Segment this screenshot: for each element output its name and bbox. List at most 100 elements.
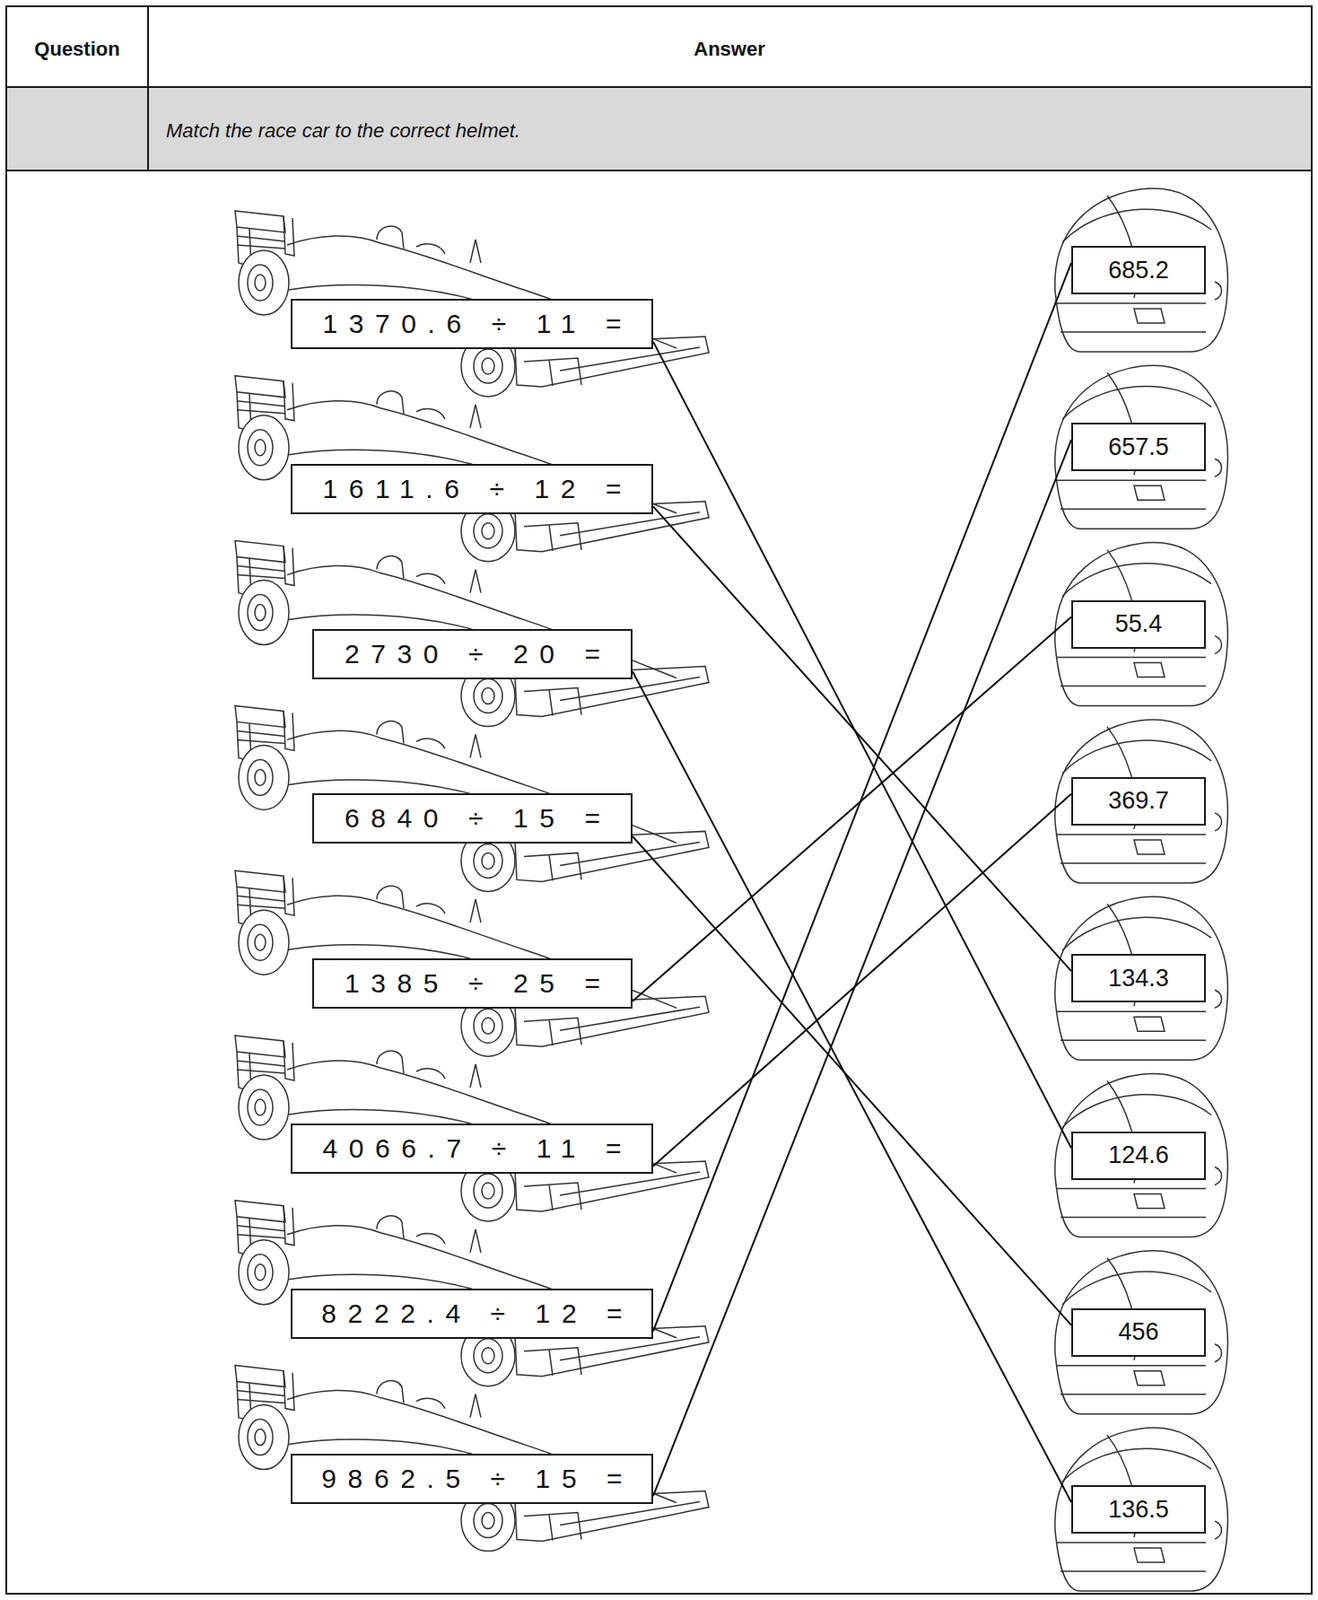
helmet-outline: [1134, 1547, 1165, 1563]
car-outline: [247, 759, 273, 795]
car-outline: [254, 1264, 266, 1281]
answer-text: 136.5: [1108, 1495, 1170, 1524]
car-outline: [481, 1017, 495, 1034]
match-line: [632, 671, 1072, 1502]
car-outline: [254, 274, 266, 291]
car-outline: [283, 546, 295, 586]
car-outline: [238, 250, 289, 315]
car-outline: [287, 401, 677, 514]
car-outline: [238, 1074, 289, 1140]
car-outline: [559, 347, 700, 371]
answer-text: 55.4: [1115, 610, 1163, 638]
helmet-outline: [1134, 1194, 1165, 1209]
car-outline: [416, 1397, 446, 1408]
car-outline: [376, 1050, 404, 1074]
car-outline: [523, 357, 582, 386]
helmet-outline: [1062, 740, 1212, 774]
match-line: [653, 439, 1072, 1496]
helmet-outline: [1134, 485, 1165, 500]
car-outline: [287, 1060, 677, 1173]
answer-text: 685.2: [1108, 256, 1170, 285]
race-car: [235, 1200, 709, 1387]
equation-box: 4066.7 ÷ 11 =: [290, 1123, 654, 1174]
car-outline: [470, 1394, 481, 1418]
car-outline: [470, 899, 481, 923]
car-outline: [283, 1205, 295, 1246]
race-car: [235, 705, 709, 891]
car-outline: [470, 569, 481, 594]
instruction-text: Match the race car to the correct helmet…: [165, 119, 521, 143]
helmet-outline: [1062, 209, 1212, 243]
car-outline: [416, 244, 446, 254]
answer-text: 456: [1117, 1318, 1159, 1346]
car-outline: [238, 744, 289, 810]
car-outline: [238, 580, 289, 646]
car-outline: [473, 679, 503, 714]
car-outline: [235, 1200, 286, 1222]
car-outline: [470, 404, 481, 428]
car-outline: [254, 1099, 266, 1116]
match-line: [653, 341, 1072, 1149]
answer-box: 369.7: [1071, 776, 1206, 826]
car-outline: [481, 1182, 495, 1199]
car-outline: [416, 903, 446, 914]
car-outline: [481, 852, 495, 869]
car-outline: [523, 1017, 582, 1046]
car-outline: [287, 730, 677, 843]
car-outline: [481, 523, 495, 540]
car-outline: [473, 1173, 503, 1208]
table-header: Question: [34, 37, 120, 62]
race-car: [235, 375, 709, 562]
car-outline: [559, 841, 700, 865]
helmet-outline: [1055, 1073, 1229, 1238]
car-outline: [559, 1006, 700, 1030]
car-outline: [376, 226, 404, 249]
car-outline: [247, 924, 273, 961]
race-cars: [235, 210, 709, 1552]
answer-box: 456: [1071, 1308, 1206, 1357]
helmet-outline: [1062, 385, 1212, 419]
match-line: [632, 616, 1072, 1001]
car-outline: [283, 1040, 295, 1081]
answer-box: 136.5: [1071, 1484, 1206, 1534]
table-rule: [147, 6, 149, 171]
helmet-outline: [1056, 657, 1206, 687]
race-car: [235, 1365, 709, 1552]
equation-text: 2730 ÷ 20 =: [344, 638, 612, 670]
car-outline: [283, 216, 295, 256]
car-outline: [238, 415, 289, 481]
match-line: [632, 836, 1072, 1326]
car-outline: [238, 909, 289, 975]
car-outline: [238, 1405, 289, 1470]
answer-box: 55.4: [1071, 600, 1206, 649]
car-outline: [523, 1512, 582, 1541]
helmet-outline: [1214, 281, 1222, 300]
helmet: [1055, 1250, 1229, 1415]
car-outline: [236, 1225, 286, 1239]
car-outline: [416, 573, 446, 584]
car-outline: [473, 1503, 503, 1538]
helmet-outline: [1214, 458, 1222, 477]
car-outline: [473, 514, 503, 549]
car-outline: [481, 688, 495, 705]
equation-box: 1370.6 ÷ 11 =: [290, 298, 654, 350]
car-outline: [481, 357, 495, 375]
helmet-outline: [1056, 1188, 1206, 1218]
table-border: [6, 6, 1312, 1594]
car-outline: [247, 1089, 273, 1126]
helmet: [1055, 1427, 1229, 1591]
helmet-outline: [1055, 896, 1229, 1060]
car-outline: [254, 933, 266, 951]
race-car: [235, 210, 709, 397]
table-rule: [6, 86, 1312, 88]
match-line: [653, 262, 1072, 1331]
car-outline: [523, 523, 582, 551]
answer-text: 657.5: [1108, 433, 1170, 462]
car-outline: [238, 1239, 289, 1305]
answer-text: 369.7: [1108, 786, 1170, 815]
car-outline: [235, 375, 286, 398]
answer-box: 657.5: [1071, 422, 1206, 472]
equation-text: 9862.5 ÷ 15 =: [321, 1463, 634, 1494]
answer-text: 124.6: [1108, 1141, 1170, 1170]
equation-box: 2730 ÷ 20 =: [312, 628, 633, 680]
